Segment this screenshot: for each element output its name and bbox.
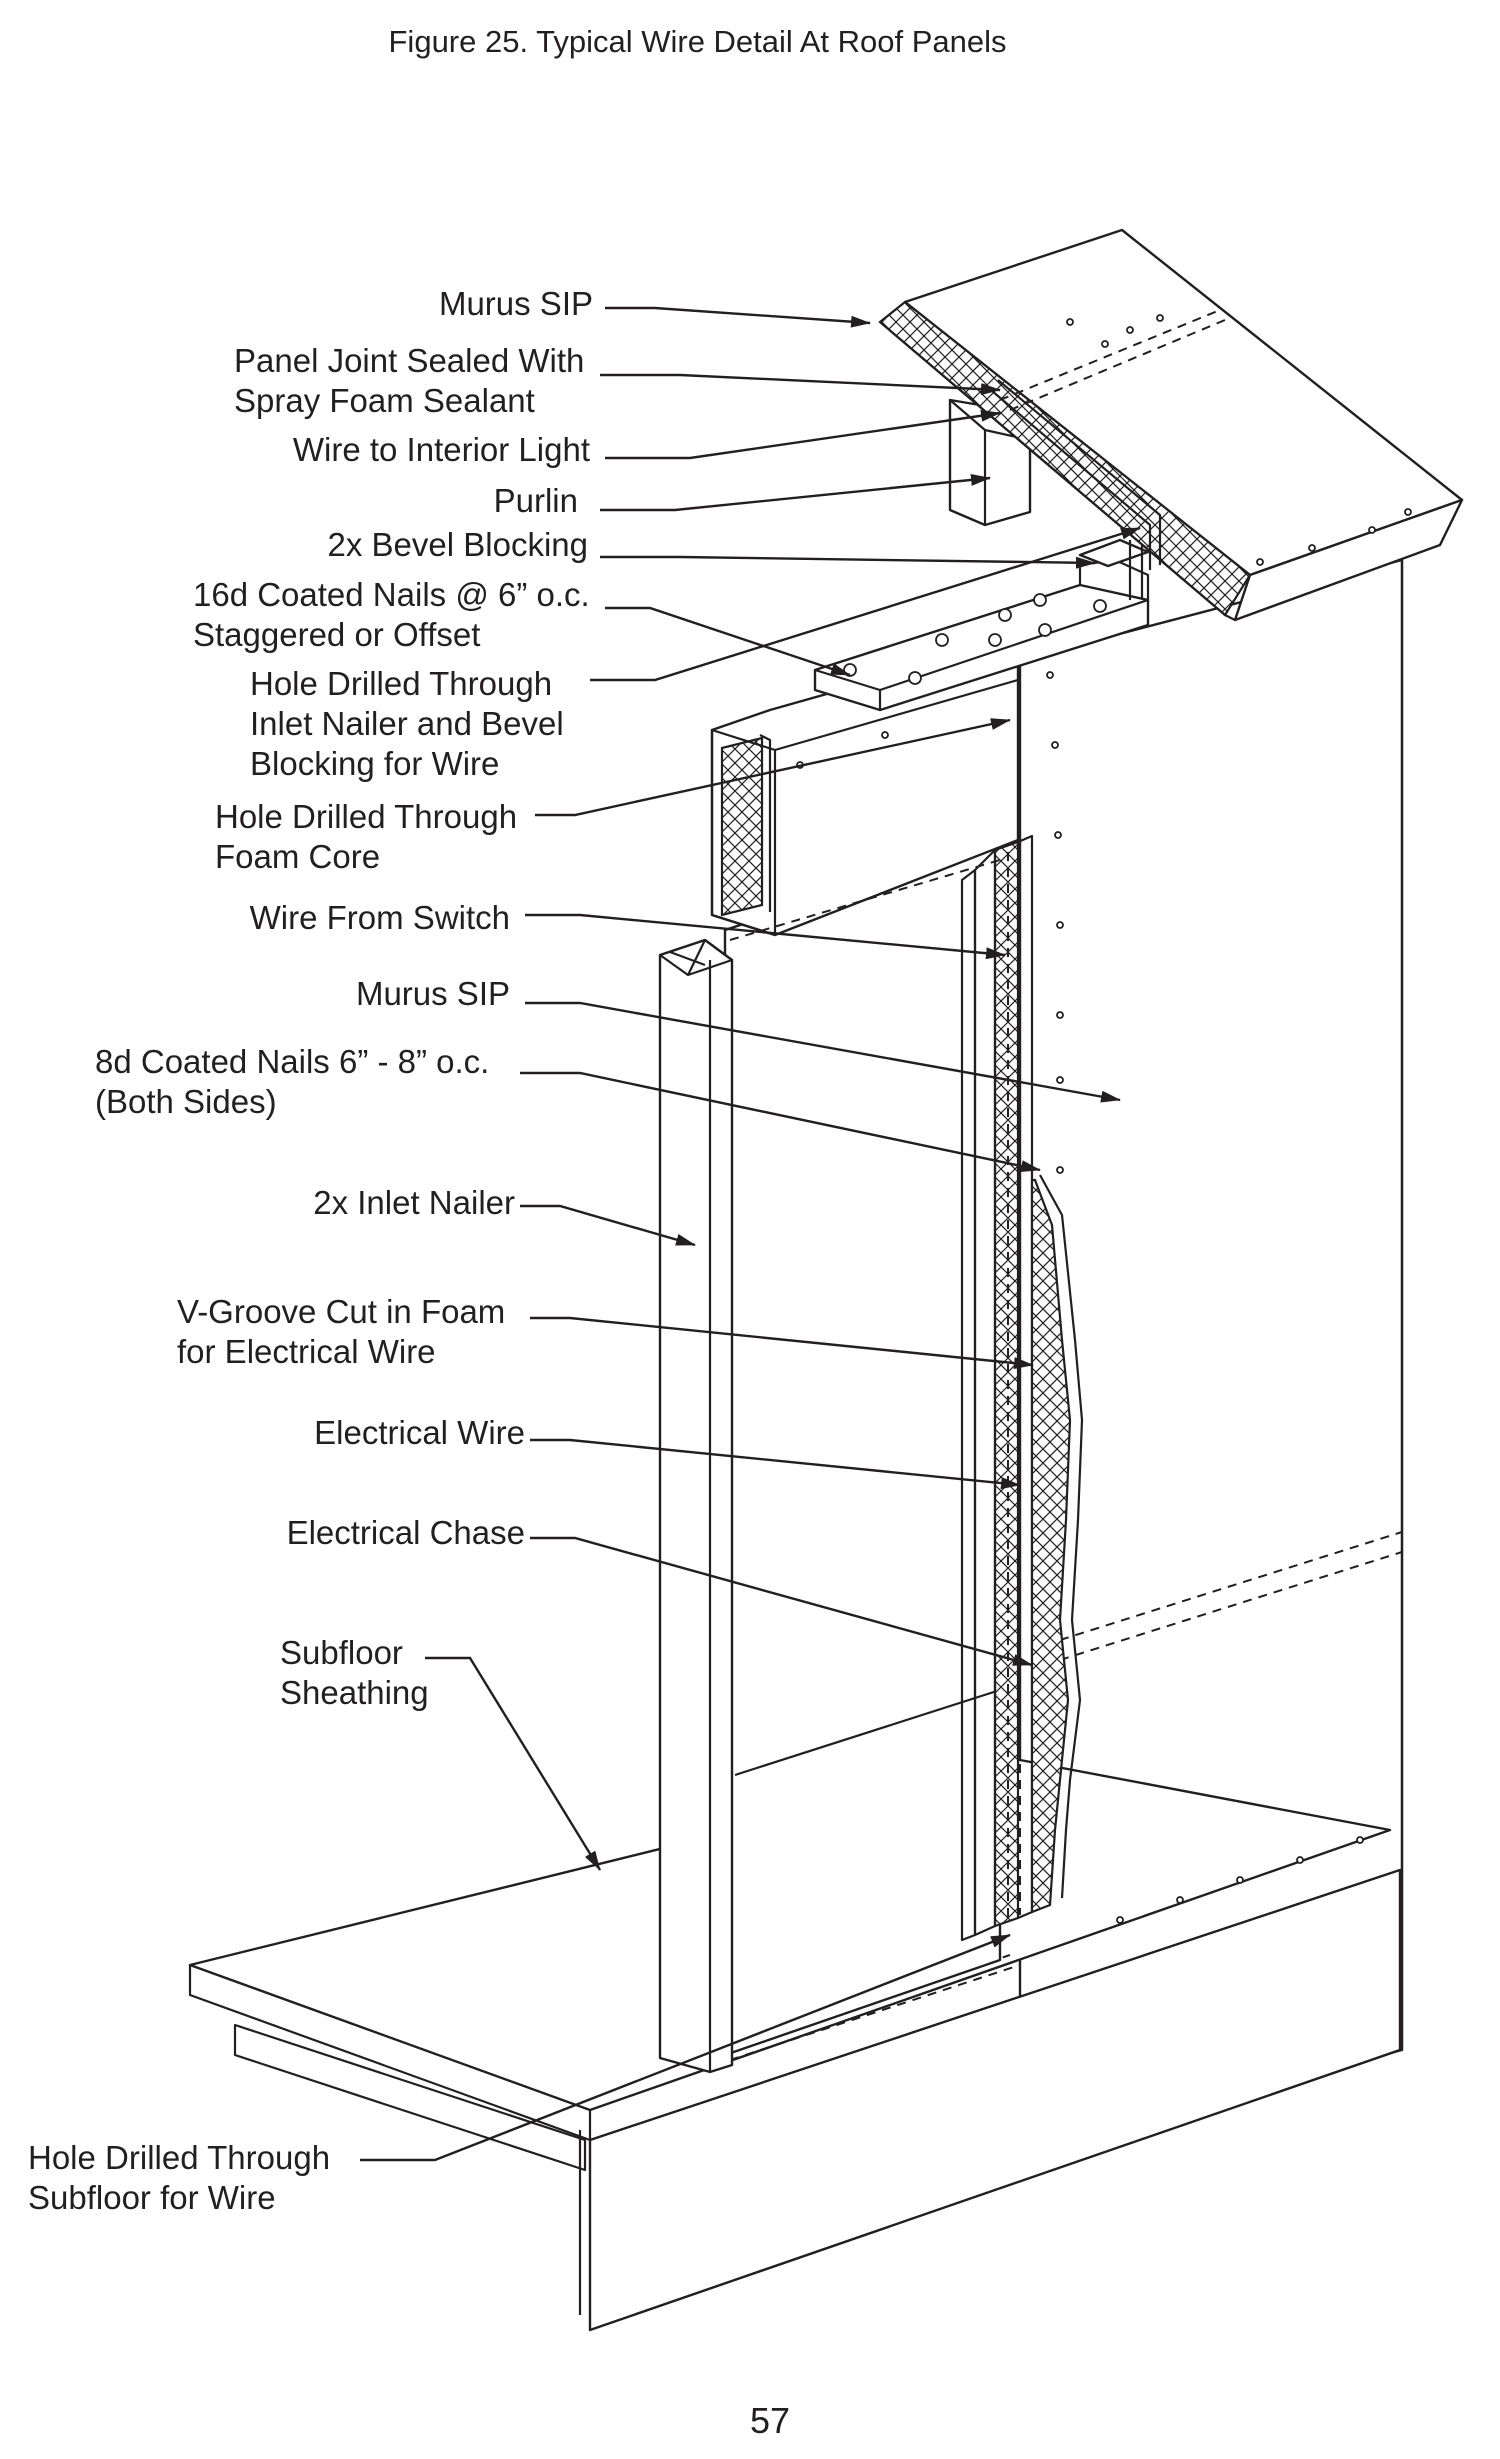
label-wire-from-switch: Wire From Switch	[249, 899, 510, 936]
header-block	[710, 638, 1020, 941]
label-hole-subfloor: Hole Drilled Through Subfloor for Wire	[28, 2139, 331, 2216]
leader-lines	[360, 306, 1141, 2162]
label-murus-sip-wall: Murus SIP	[355, 975, 510, 1012]
inlet-nailer-stud	[658, 938, 734, 2074]
label-hole-foam-core: Hole Drilled Through Foam Core	[215, 798, 518, 875]
label-purlin: Purlin	[493, 482, 578, 519]
label-hole-inlet-nailer: Hole Drilled Through Inlet Nailer and Be…	[250, 665, 564, 782]
label-bevel-blocking: 2x Bevel Blocking	[327, 526, 588, 563]
label-murus-sip-roof: Murus SIP	[438, 285, 593, 322]
label-coated-nails-8d: 8d Coated Nails 6” - 8” o.c. (Both Sides…	[95, 1043, 490, 1120]
figure-title: Figure 25. Typical Wire Detail At Roof P…	[388, 24, 1007, 59]
wall-interior-face	[723, 838, 1002, 2057]
nails	[796, 314, 1412, 1924]
label-wire-interior-light: Wire to Interior Light	[292, 431, 590, 468]
label-inlet-nailer: 2x Inlet Nailer	[313, 1184, 515, 1221]
label-electrical-wire: Electrical Wire	[314, 1414, 525, 1451]
label-v-groove: V-Groove Cut in Foam for Electrical Wire	[177, 1293, 506, 1370]
roof-sip-panel	[878, 228, 1464, 622]
label-electrical-chase: Electrical Chase	[286, 1514, 525, 1551]
bevel-blocking-plate	[813, 535, 1150, 712]
page-number: 57	[749, 2400, 791, 2441]
label-panel-joint: Panel Joint Sealed With Spray Foam Seala…	[234, 342, 585, 419]
label-subfloor-sheathing: Subfloor Sheathing	[280, 1634, 429, 1711]
electrical-chase-shape	[1030, 1174, 1084, 1914]
label-coated-nails-16d: 16d Coated Nails @ 6” o.c. Staggered or …	[193, 576, 590, 653]
